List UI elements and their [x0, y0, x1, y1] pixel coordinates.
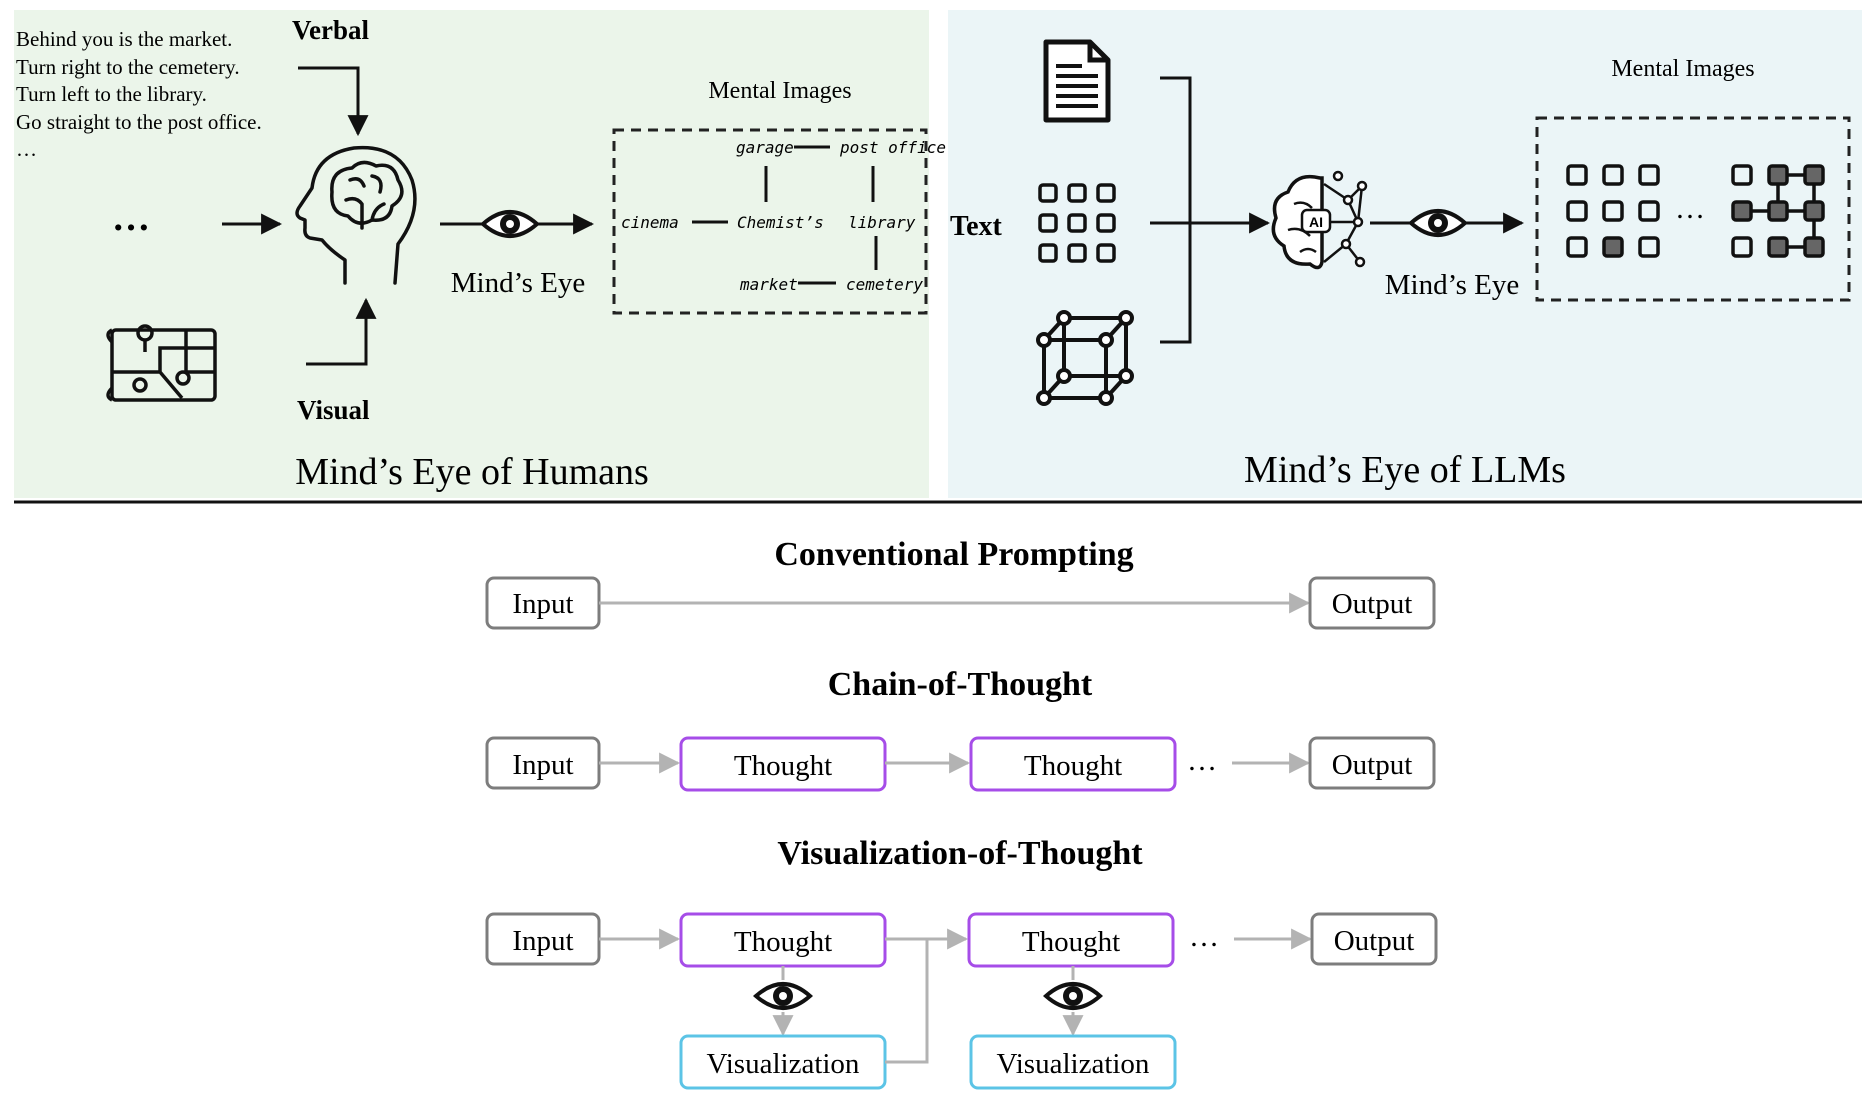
cot-output-label: Output — [1332, 749, 1413, 781]
humans-mental-images-box — [612, 128, 928, 315]
vot-ellipsis: … — [1189, 920, 1219, 953]
mental-grid-2 — [1731, 164, 1825, 258]
cot-thought-label-2: Thought — [1024, 750, 1122, 782]
llms-panel-title: Mind’s Eye of LLMs — [1244, 449, 1566, 491]
grid-icon — [1038, 183, 1116, 263]
vot-output-label: Output — [1334, 925, 1415, 957]
humans-minds-eye-label: Mind’s Eye — [451, 267, 586, 299]
conv-input-label: Input — [512, 588, 573, 620]
mental-map: garage post office cinema Chemist’s libr… — [621, 138, 946, 294]
map-label-chemists: Chemist’s — [737, 213, 824, 232]
instruction-line: Turn right to the cemetery. — [16, 55, 240, 79]
vot-thought-box-2 — [967, 912, 1175, 968]
vot-viz-box-2 — [969, 1034, 1177, 1090]
vot-viz-label-1: Visualization — [707, 1048, 860, 1080]
conv-output-box — [1308, 576, 1436, 630]
human-head-brain-icon — [295, 145, 417, 285]
humans-mental-images-label: Mental Images — [708, 78, 851, 104]
vot-title: Visualization-of-Thought — [777, 835, 1143, 872]
instructions-text: Behind you is the market. Turn right to … — [16, 27, 262, 161]
instruction-line: Go straight to the post office. — [16, 110, 262, 134]
humans-ellipsis: … — [112, 197, 150, 239]
llms-mental-images-box — [1535, 116, 1851, 302]
map-label-garage: garage — [736, 138, 794, 157]
vot-viz-label-2: Visualization — [997, 1048, 1150, 1080]
verbal-arrow — [298, 66, 369, 137]
document-icon — [1043, 39, 1111, 123]
vot-eye-icon-2 — [1044, 982, 1102, 1010]
minds-eye-icon — [481, 210, 539, 238]
ai-chip-label: AI — [1309, 214, 1323, 230]
vot-eye-icon-1 — [754, 982, 812, 1010]
mental-grid-1 — [1566, 164, 1660, 258]
map-label-cemetery: cemetery — [846, 275, 923, 294]
humans-panel-bg — [14, 10, 929, 498]
instruction-line: Behind you is the market. — [16, 27, 232, 51]
map-icon — [106, 324, 217, 402]
cot-title: Chain-of-Thought — [828, 666, 1093, 703]
instruction-line: … — [16, 137, 37, 161]
text-modality-label: Text — [950, 211, 1003, 242]
cot-output-box — [1308, 736, 1436, 790]
llms-grid-ellipsis: … — [1675, 192, 1705, 225]
humans-panel-title: Mind’s Eye of Humans — [295, 451, 649, 493]
cot-thought-box-2 — [969, 736, 1177, 792]
verbal-label: Verbal — [292, 15, 370, 45]
map-label-post-office: post office — [839, 138, 946, 157]
conventional-title: Conventional Prompting — [774, 536, 1133, 573]
cot-thought-label-1: Thought — [734, 750, 832, 782]
vot-thought-label-1: Thought — [734, 926, 832, 958]
vot-thought-label-2: Thought — [1022, 926, 1120, 958]
llm-minds-eye-icon — [1409, 209, 1467, 237]
cube-icon — [1036, 310, 1134, 406]
cot-ellipsis: … — [1187, 744, 1217, 777]
cot-input-label: Input — [512, 749, 573, 781]
vot-viz-connector — [885, 939, 929, 1064]
llms-mental-images-label: Mental Images — [1611, 56, 1754, 82]
vot-input-label: Input — [512, 925, 573, 957]
visual-arrow — [306, 297, 377, 366]
llms-minds-eye-label: Mind’s Eye — [1385, 269, 1520, 301]
vot-output-box — [1310, 912, 1438, 966]
map-label-cinema: cinema — [621, 213, 679, 232]
map-label-market: market — [739, 275, 798, 294]
instruction-line: Turn left to the library. — [16, 82, 207, 106]
ai-brain-icon: AI — [1271, 170, 1368, 270]
conv-output-label: Output — [1332, 588, 1413, 620]
map-label-library: library — [848, 213, 916, 232]
visual-label: Visual — [297, 395, 370, 425]
